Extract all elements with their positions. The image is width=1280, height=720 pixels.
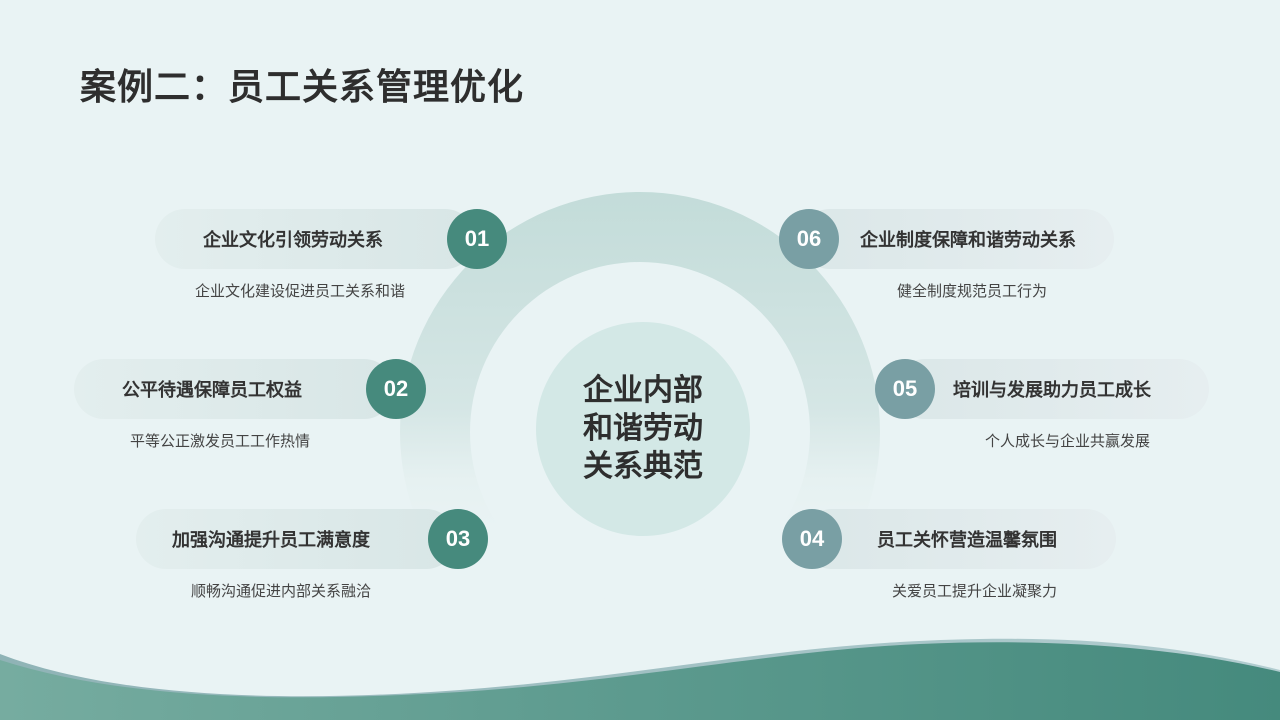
item-03-pill: 加强沟通提升员工满意度 xyxy=(136,509,456,569)
item-01-description: 企业文化建设促进员工关系和谐 xyxy=(195,282,406,300)
item-01-number-badge: 01 xyxy=(447,209,507,269)
item-02-pill: 公平待遇保障员工权益 xyxy=(74,359,394,419)
center-text: 企业内部 和谐劳动 关系典范 xyxy=(573,372,713,486)
item-02-description: 平等公正激发员工工作热情 xyxy=(130,432,311,450)
item-05-label: 培训与发展助力员工成长 xyxy=(953,380,1151,401)
item-03-label: 加强沟通提升员工满意度 xyxy=(172,530,370,551)
center-line-2: 和谐劳动 xyxy=(583,411,703,446)
page-title: 案例二：员工关系管理优化 xyxy=(80,67,525,108)
item-06-label: 企业制度保障和谐劳动关系 xyxy=(860,230,1076,251)
item-06-description: 健全制度规范员工行为 xyxy=(897,282,1048,300)
bottom-wave-decoration xyxy=(0,638,1280,720)
item-05-pill: 培训与发展助力员工成长 xyxy=(895,359,1209,419)
center-line-1: 企业内部 xyxy=(583,373,703,408)
center-circle: 企业内部 和谐劳动 关系典范 xyxy=(536,322,750,536)
item-05-number-badge: 05 xyxy=(875,359,935,419)
item-02-label: 公平待遇保障员工权益 xyxy=(122,380,302,401)
item-06-pill: 企业制度保障和谐劳动关系 xyxy=(800,209,1114,269)
item-02-number-badge: 02 xyxy=(366,359,426,419)
item-03-description: 顺畅沟通促进内部关系融洽 xyxy=(191,582,372,600)
item-01-pill: 企业文化引领劳动关系 xyxy=(155,209,475,269)
item-03-number-badge: 03 xyxy=(428,509,488,569)
item-05-description: 个人成长与企业共赢发展 xyxy=(985,432,1151,450)
item-01-label: 企业文化引领劳动关系 xyxy=(203,230,383,251)
item-04-description: 关爱员工提升企业凝聚力 xyxy=(892,582,1058,600)
item-04-label: 员工关怀营造温馨氛围 xyxy=(877,530,1057,551)
item-04-pill: 员工关怀营造温馨氛围 xyxy=(802,509,1116,569)
item-06-number-badge: 06 xyxy=(779,209,839,269)
center-line-3: 关系典范 xyxy=(583,449,703,484)
item-04-number-badge: 04 xyxy=(782,509,842,569)
